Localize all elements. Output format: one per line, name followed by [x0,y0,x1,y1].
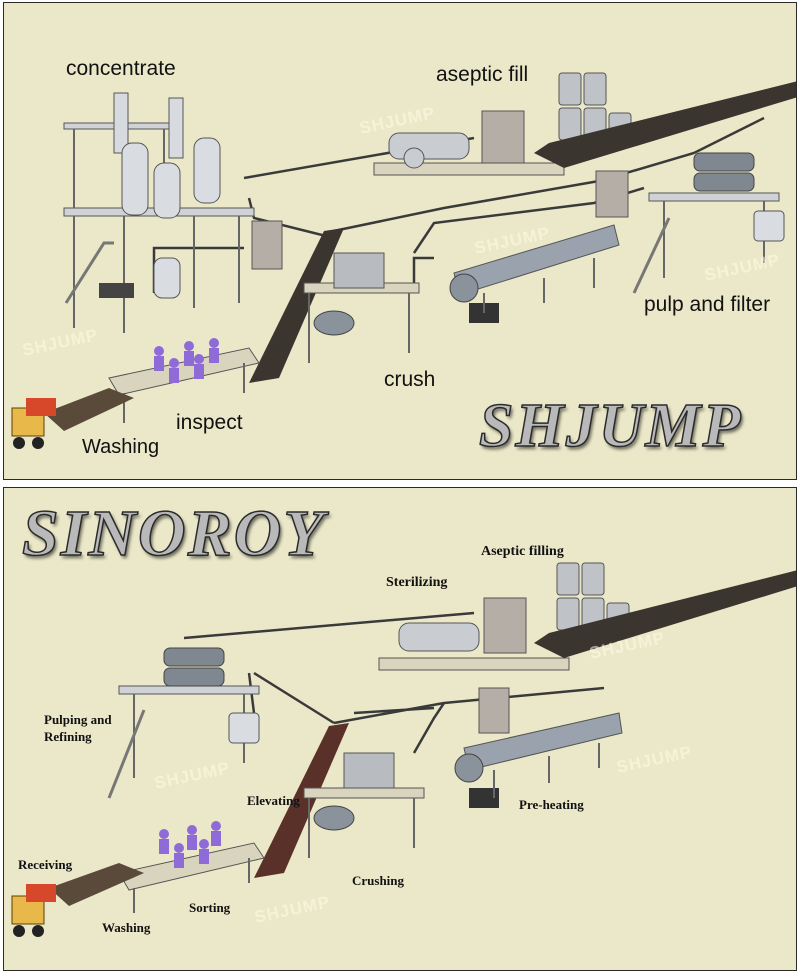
brand-logo: SINOROY [21,496,326,571]
conveyor-belt-icon [534,570,796,658]
label-sorting: Sorting [189,900,231,915]
pulper-icon [107,647,260,799]
washing-conveyor-icon [44,388,134,431]
top-diagram-panel: concentrate aseptic fill pulp and filter… [3,2,797,480]
worker-icon [159,821,221,868]
worker-icon [154,338,219,383]
preheater-tube-icon [454,687,623,808]
conveyor-belt-icon [534,81,796,168]
control-cabinet-icon [481,110,525,167]
label-crushing: Crushing [352,873,405,888]
label-pulping-line2: Refining [44,729,92,744]
preheater-tube-icon [449,224,620,323]
truck-icon [11,884,56,937]
washing-conveyor-icon [49,863,144,906]
pulper-icon [632,152,785,294]
label-pulping-line1: Pulping and [44,712,112,727]
control-cabinet-icon [251,220,283,270]
label-sterilizing: Sterilizing [386,575,448,590]
label-inspect: inspect [176,411,243,434]
bottom-plant-drawing [11,562,796,937]
crusher-icon [303,252,420,363]
label-receiving: Receiving [18,857,73,872]
top-plant-drawing [11,72,796,449]
label-pre-heating: Pre-heating [519,797,584,812]
label-pulp-and-filter: pulp and filter [644,293,771,316]
label-aseptic-fill: aseptic fill [436,63,529,86]
evaporator-tower-icon [63,92,255,333]
elevator-icon [249,228,344,383]
truck-icon [11,398,56,449]
label-washing: Washing [82,436,160,458]
control-cabinet-icon [595,170,629,218]
brand-logo: SHJUMP [478,391,743,461]
label-washing: Washing [102,920,151,935]
label-elevating: Elevating [247,793,300,808]
elevator-icon [254,723,349,878]
bottom-diagram-panel: Aseptic filling Sterilizing Pulping and … [3,487,797,971]
label-crush: crush [384,368,436,391]
label-aseptic-filling: Aseptic filling [481,544,564,559]
pipeline-icon [183,611,605,754]
label-concentrate: concentrate [66,57,176,80]
crusher-icon [303,752,425,858]
